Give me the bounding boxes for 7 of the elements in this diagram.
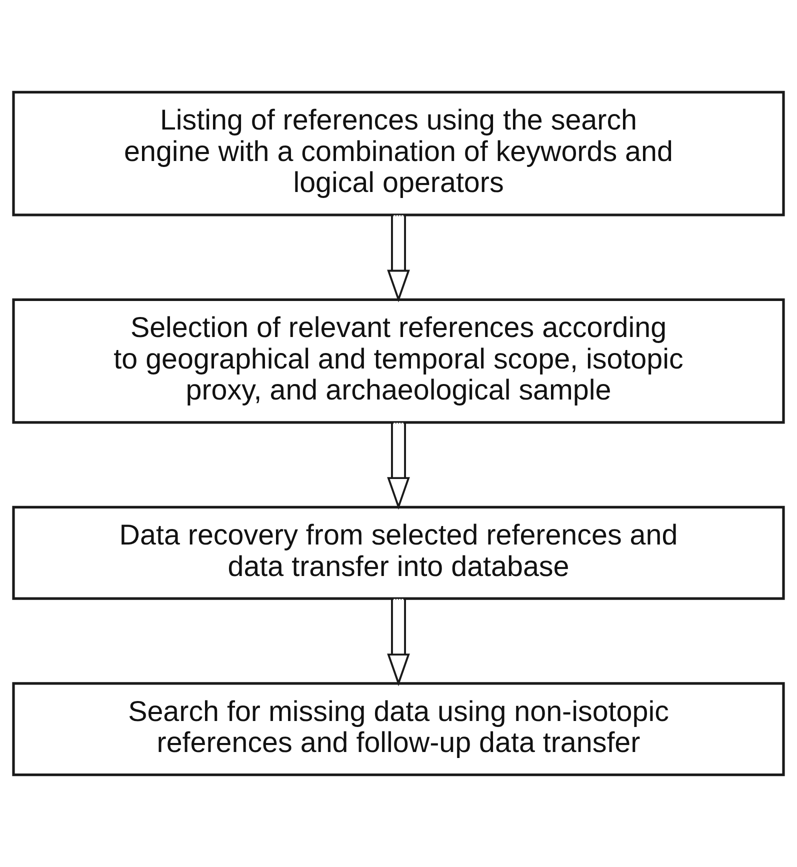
node-box: Listing of references using the search engine with a combination of keywords and logical operators xyxy=(12,90,785,216)
node-box: Search for missing data using non-isotopic references and follow-up data transfer xyxy=(12,682,785,776)
node-box: Selection of relevant references according to geographical and temporal scope, isotopic proxy, and archaeological sample xyxy=(12,298,785,424)
arrow xyxy=(387,215,410,302)
arrow xyxy=(387,422,410,510)
arrow xyxy=(387,598,410,686)
node-box: Data recovery from selected references and data transfer into database xyxy=(12,506,785,600)
